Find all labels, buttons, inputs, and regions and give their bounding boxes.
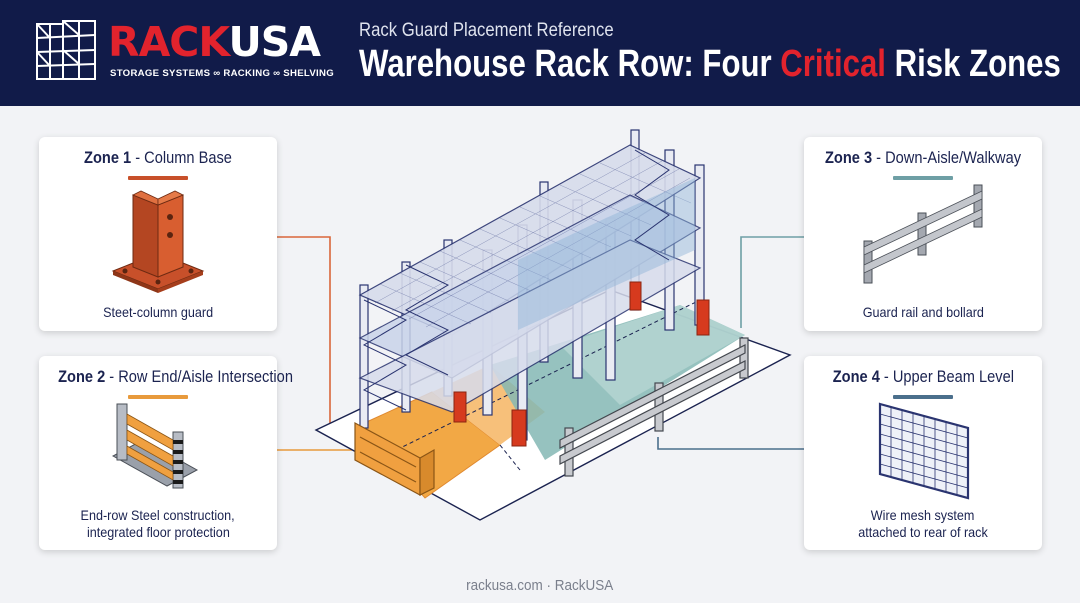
zone-2-caption: End-row Steel construction,integrated fl… [80,507,236,540]
wire-mesh-panel-icon [878,402,970,500]
zone-2-accent-bar [128,395,188,399]
brand-logo-text: RACKUSA [108,18,321,66]
zone-1-heading: Zone 1 - Column Base [84,148,232,167]
wire-mesh-pattern [374,152,692,328]
page-subtitle: Rack Guard Placement Reference [359,20,614,41]
zone-3-heading: Zone 3 - Down-Aisle/Walkway [824,148,1022,167]
zone-2-heading: Zone 2 - Row End/Aisle Intersection [58,367,293,386]
end-of-row-guard-icon [111,403,199,489]
zone-1-caption: Steet-column guard [103,304,213,320]
upper-beam-mesh-panels [518,178,695,330]
zone-4-accent-bar [893,395,953,399]
cross-braces [362,149,670,411]
brand-tagline: STORAGE SYSTEMS ∞ RACKING ∞ SHELVING [110,68,335,79]
guard-rail-icon [863,184,983,284]
footer-credit: rackusa.com · RackUSA [466,577,614,594]
zone-2-card: Zone 2 - Row End/Aisle Intersection End-… [39,356,293,550]
rack-logo-icon [36,20,96,80]
page-title: Warehouse Rack Row: Four Critical Risk Z… [359,43,1061,85]
zone-3-caption: Guard rail and bollard [862,304,984,320]
column-guard-icon [111,190,205,293]
column-guards [453,281,710,447]
end-of-row-guard [354,421,435,497]
aisle-guard-rail [559,337,749,477]
zone-1-accent-bar [128,176,188,180]
zone-1-card: Zone 1 - Column Base Steet-column guard [39,137,277,331]
zone-3-accent-bar [893,176,953,180]
header-banner: RACKUSA STORAGE SYSTEMS ∞ RACKING ∞ SHEL… [0,0,1080,106]
zone-4-card: Zone 4 - Upper Beam Level Wire mesh syst… [804,356,1042,550]
zone-3-card: Zone 3 - Down-Aisle/Walkway Guard rail a… [804,137,1042,331]
zone-4-heading: Zone 4 - Upper Beam Level [832,367,1014,386]
